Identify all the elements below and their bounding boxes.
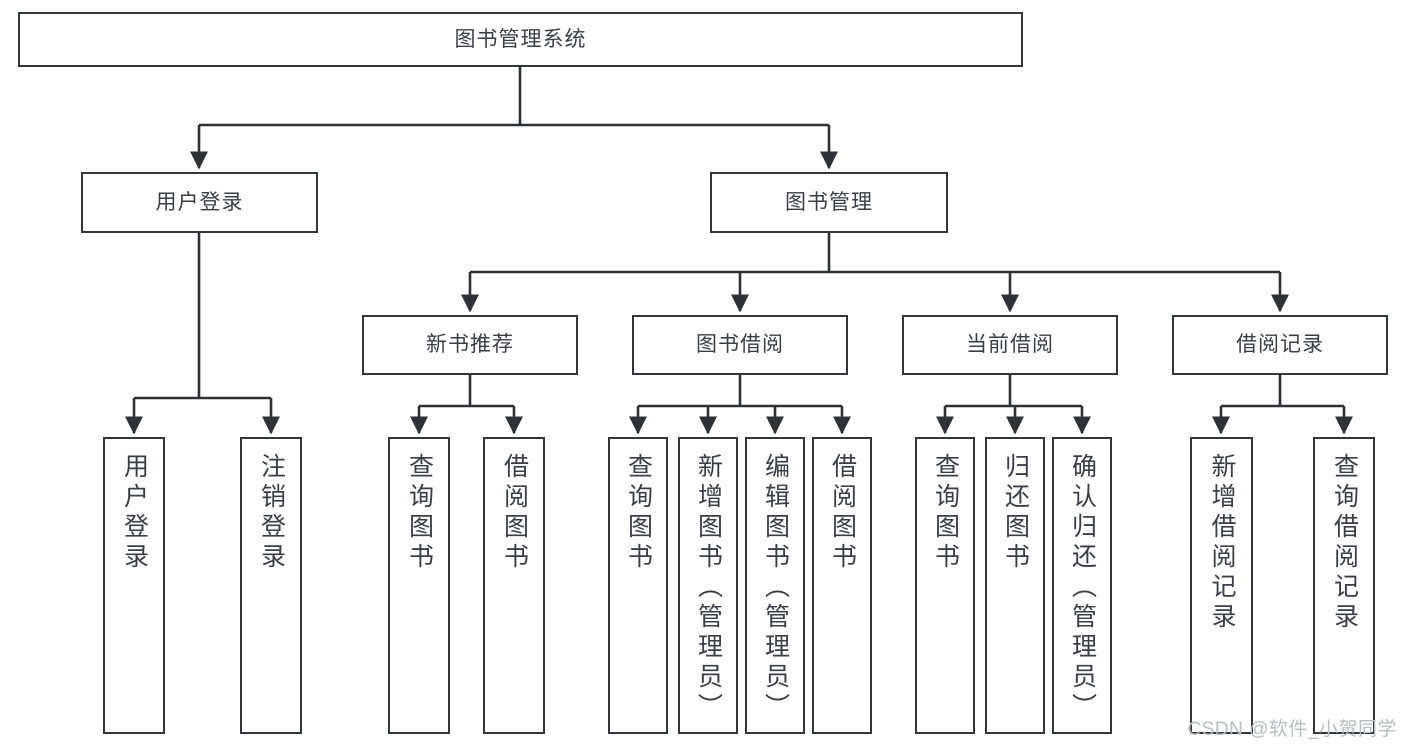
node-leaf-query-book-rec-label: 查询图书 [405, 453, 434, 573]
node-leaf-borrow-book-rec-label: 借阅图书 [500, 453, 529, 573]
node-leaf-user-login[interactable]: 用户登录 [103, 437, 165, 734]
node-borrow-record[interactable]: 借阅记录 [1172, 315, 1388, 375]
node-new-book-rec-label: 新书推荐 [426, 333, 514, 357]
node-leaf-query-book-current-label: 查询图书 [931, 453, 960, 573]
node-leaf-query-book-rec[interactable]: 查询图书 [388, 437, 450, 734]
node-borrow-record-label: 借阅记录 [1236, 333, 1324, 357]
node-leaf-add-record-label: 新增借阅记录 [1208, 453, 1236, 633]
node-book-borrow-label: 图书借阅 [696, 333, 784, 357]
node-book-borrow[interactable]: 图书借阅 [632, 315, 848, 375]
node-leaf-query-book-current[interactable]: 查询图书 [915, 437, 975, 734]
node-user-login-label: 用户登录 [155, 190, 244, 214]
node-leaf-query-record[interactable]: 查询借阅记录 [1313, 437, 1375, 734]
node-leaf-edit-book-label: 编辑图书（管理员） [761, 453, 790, 723]
node-leaf-query-book-borrow-label: 查询图书 [624, 453, 653, 573]
node-leaf-logout-label: 注销登录 [257, 453, 286, 573]
node-leaf-add-record[interactable]: 新增借阅记录 [1190, 437, 1253, 734]
node-leaf-confirm-return[interactable]: 确认归还（管理员） [1052, 437, 1112, 734]
node-leaf-return-book-label: 归还图书 [1001, 453, 1030, 573]
node-leaf-logout[interactable]: 注销登录 [240, 437, 302, 734]
node-book-manage-label: 图书管理 [785, 190, 873, 214]
node-new-book-rec[interactable]: 新书推荐 [362, 315, 578, 375]
node-current-borrow[interactable]: 当前借阅 [902, 315, 1118, 375]
node-current-borrow-label: 当前借阅 [966, 333, 1054, 357]
node-leaf-add-book-label: 新增图书（管理员） [694, 453, 723, 723]
node-root-label: 图书管理系统 [454, 27, 587, 51]
node-root[interactable]: 图书管理系统 [18, 12, 1023, 67]
node-leaf-return-book[interactable]: 归还图书 [985, 437, 1045, 734]
node-leaf-confirm-return-label: 确认归还（管理员） [1068, 453, 1097, 723]
node-leaf-borrow-book-rec[interactable]: 借阅图书 [483, 437, 545, 734]
node-leaf-query-book-borrow[interactable]: 查询图书 [608, 437, 668, 734]
node-leaf-add-book[interactable]: 新增图书（管理员） [678, 437, 738, 734]
node-leaf-borrow-book-label: 借阅图书 [828, 453, 857, 573]
node-book-manage[interactable]: 图书管理 [710, 172, 948, 233]
node-leaf-edit-book[interactable]: 编辑图书（管理员） [745, 437, 805, 734]
node-user-login[interactable]: 用户登录 [81, 172, 318, 233]
node-leaf-user-login-label: 用户登录 [120, 453, 149, 573]
node-leaf-query-record-label: 查询借阅记录 [1330, 453, 1359, 633]
node-leaf-borrow-book[interactable]: 借阅图书 [812, 437, 872, 734]
